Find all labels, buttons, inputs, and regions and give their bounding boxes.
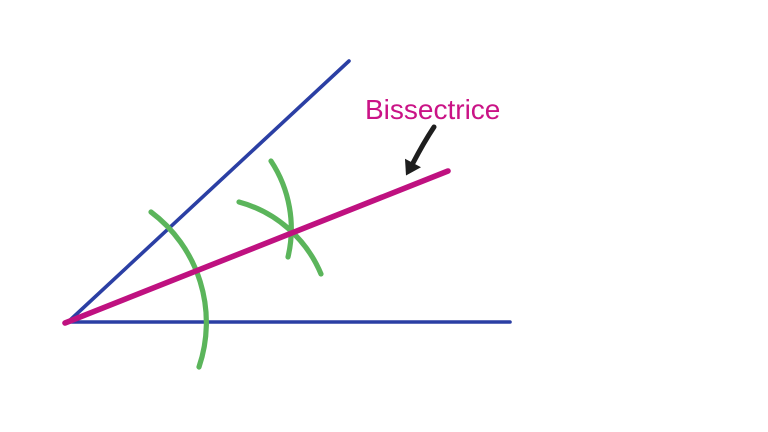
- pointer-arrow-shaft: [410, 124, 437, 166]
- pointer-arrow-head: [405, 158, 421, 176]
- compass-arc-vertex: [148, 209, 209, 370]
- bisector-label: Bissectrice: [365, 94, 501, 125]
- compass-arc-lower: [236, 199, 324, 277]
- bisector-line: [62, 168, 451, 326]
- angle-ray-upper: [66, 59, 351, 324]
- compass-arc-upper: [268, 158, 294, 260]
